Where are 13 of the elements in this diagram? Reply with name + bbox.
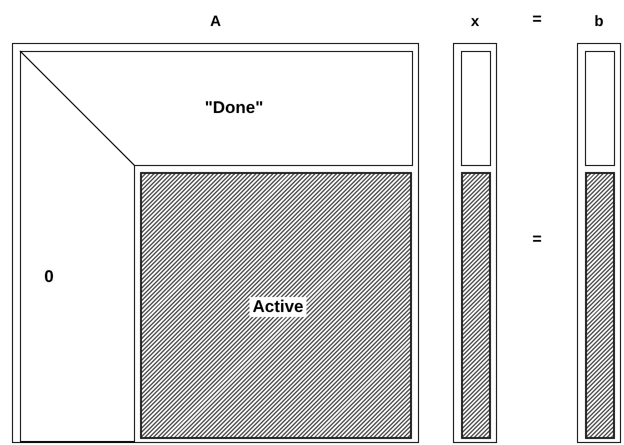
block-label: "Done" [204, 98, 264, 118]
matrix-label: x [470, 13, 480, 30]
vector-block [585, 51, 615, 166]
vector-block [461, 51, 491, 166]
block-label: 0 [44, 267, 54, 287]
hatched-block [461, 172, 491, 439]
matrix-label: b [593, 13, 605, 30]
equals-sign: = [532, 231, 542, 249]
matrix-label: A [209, 13, 222, 30]
block-label: Active [249, 297, 307, 317]
hatched-block [140, 172, 412, 439]
hatched-block [585, 172, 615, 439]
equals-sign: = [532, 11, 542, 29]
